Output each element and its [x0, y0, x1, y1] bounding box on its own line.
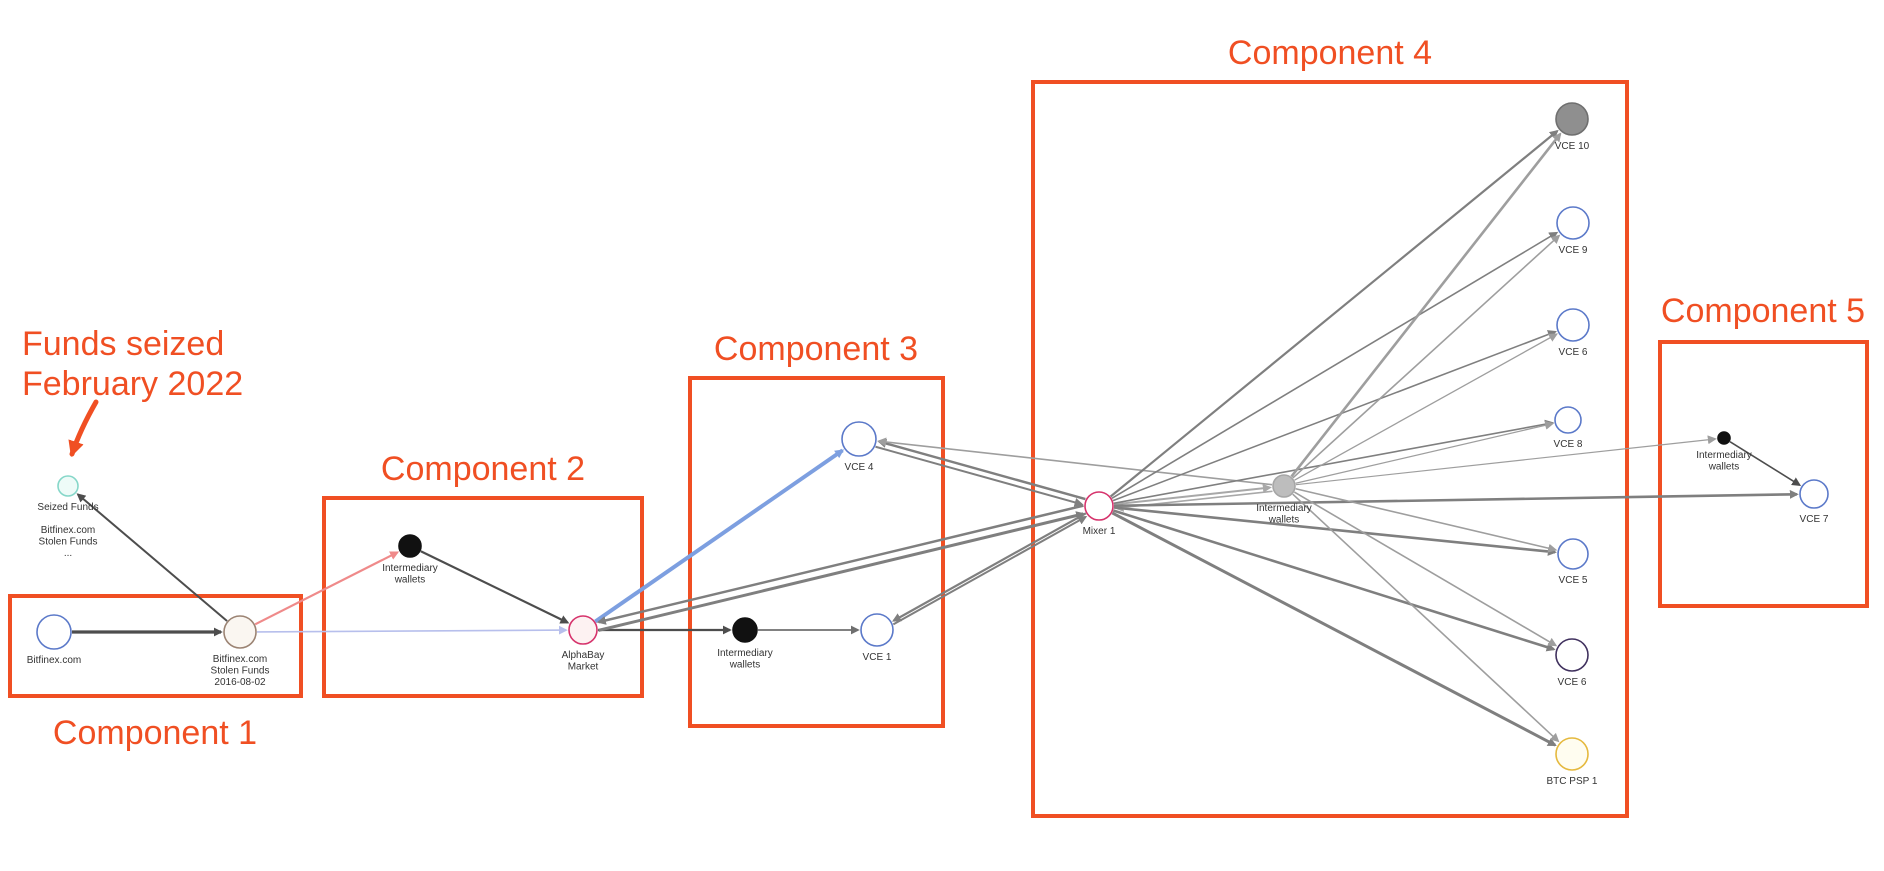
edge-mixer1-vce8: [1113, 419, 1555, 505]
edge-intermediary_c4-vce10: [1290, 132, 1562, 478]
node-label-btcpsp1: BTC PSP 1: [1547, 776, 1598, 787]
component-box-1: [8, 594, 303, 698]
node-bitfinex[interactable]: [36, 614, 72, 650]
node-stolen_funds[interactable]: [223, 615, 257, 649]
node-vce8[interactable]: [1554, 406, 1582, 434]
node-label-vce6b: VCE 6: [1558, 677, 1587, 688]
node-label-vce5: VCE 5: [1559, 575, 1588, 586]
edge-alphabay-vce4: [594, 448, 845, 624]
component-label-2: Component 2: [381, 450, 585, 488]
node-label-vce9: VCE 9: [1559, 245, 1588, 256]
node-intermediary_c3[interactable]: [732, 617, 758, 643]
edge-stolen_funds-seized_funds: [76, 493, 228, 622]
node-seized_funds[interactable]: [57, 475, 79, 497]
node-label-vce7: VCE 7: [1800, 514, 1829, 525]
node-intermediary_c5[interactable]: [1717, 431, 1731, 445]
node-vce10[interactable]: [1555, 102, 1589, 136]
node-vce4[interactable]: [841, 421, 877, 457]
edge-stolen_funds-intermediary_c2: [254, 551, 400, 626]
node-label-mixer1: Mixer 1: [1083, 526, 1116, 537]
edge-intermediary_c4-vce6b: [1293, 491, 1558, 647]
edge-mixer1-vce5: [1113, 506, 1557, 556]
node-vce5[interactable]: [1557, 538, 1589, 570]
node-vce6a[interactable]: [1556, 308, 1590, 342]
node-intermediary_c2[interactable]: [398, 534, 422, 558]
node-label-vce6a: VCE 6: [1559, 347, 1588, 358]
edge-mixer1-intermediary_c4: [1113, 483, 1272, 506]
annotation-arrow-icon: [68, 399, 99, 458]
component-box-4: [1031, 80, 1629, 818]
component-box-5: [1658, 340, 1869, 608]
component-label-5: Component 5: [1661, 292, 1865, 330]
edge-mixer1-vce1: [892, 512, 1087, 622]
node-intermediary_c4[interactable]: [1272, 474, 1296, 498]
node-vce1[interactable]: [860, 613, 894, 647]
component-label-1: Component 1: [53, 714, 257, 752]
node-vce7[interactable]: [1799, 479, 1829, 509]
edge-mixer1-vce6b: [1112, 509, 1556, 652]
component-label-3: Component 3: [714, 330, 918, 368]
node-label-bitfinex: Bitfinex.com: [27, 655, 81, 666]
node-btcpsp1[interactable]: [1555, 737, 1589, 771]
edge-intermediary_c4-vce5: [1295, 487, 1558, 553]
node-label-vce1: VCE 1: [863, 652, 892, 663]
edge-mixer1-vce7: [1113, 489, 1799, 508]
edge-mixer1-vce10: [1109, 129, 1559, 498]
edge-mixer1-alphabay: [596, 504, 1084, 625]
edge-vce4-mixer1: [875, 445, 1084, 507]
component-label-4: Component 4: [1228, 34, 1432, 72]
edge-vce1-mixer1: [892, 516, 1088, 626]
edge-intermediary_c2-alphabay: [420, 550, 570, 624]
edge-intermediary_c4-vce8: [1295, 420, 1555, 484]
node-label-vce8: VCE 8: [1554, 439, 1583, 450]
component-box-2: [322, 496, 644, 698]
node-label-vce4: VCE 4: [845, 462, 874, 473]
edge-intermediary_c4-vce6a: [1294, 333, 1558, 481]
node-vce9[interactable]: [1556, 206, 1590, 240]
edge-alphabay-mixer1: [598, 511, 1086, 632]
edge-intermediary_c5-vce7: [1729, 441, 1802, 486]
edge-intermediary_c4-btcpsp1: [1292, 493, 1560, 743]
component-box-3: [688, 376, 945, 728]
node-alphabay[interactable]: [568, 615, 598, 645]
node-label-vce10: VCE 10: [1555, 141, 1590, 152]
edge-mixer1-btcpsp1: [1111, 511, 1557, 747]
edge-intermediary_c4-vce4: [877, 437, 1273, 486]
edge-mixer1-vce6a: [1112, 330, 1557, 502]
edge-stolen_funds-alphabay: [256, 625, 568, 635]
node-vce6b[interactable]: [1555, 638, 1589, 672]
node-mixer1[interactable]: [1084, 491, 1114, 521]
edge-mixer1-vce4: [877, 439, 1086, 501]
edge-intermediary_c4-intermediary_c5: [1295, 435, 1717, 486]
edge-intermediary_c4-vce9: [1292, 234, 1561, 479]
edge-mixer1-vce9: [1111, 231, 1559, 499]
